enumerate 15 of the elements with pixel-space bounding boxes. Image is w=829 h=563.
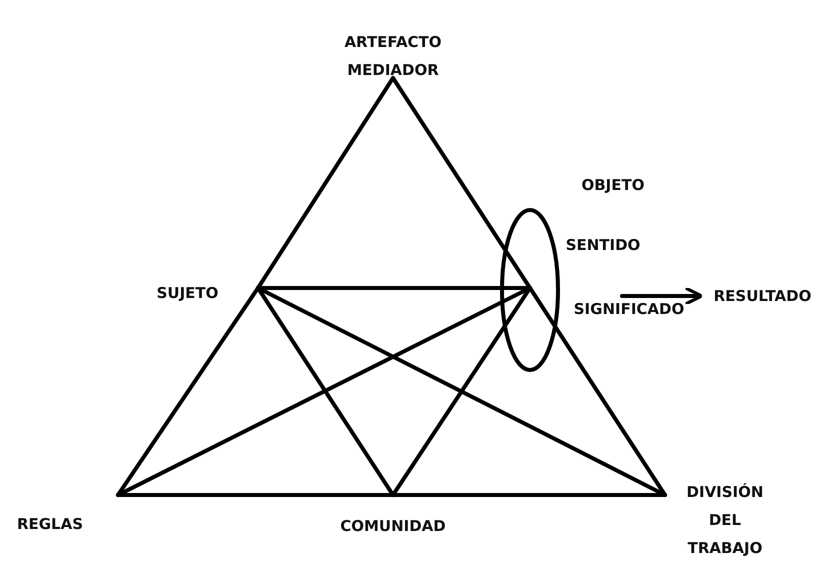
node-label: REGLAS <box>16 514 84 535</box>
node-label: DIVISIÓN DEL TRABAJO <box>686 482 764 559</box>
node-label: SIGNIFICADO <box>572 299 686 320</box>
connector-line <box>391 286 532 497</box>
object-heading: OBJETO <box>580 175 646 196</box>
connector-line <box>391 493 667 497</box>
node-label: SUJETO <box>156 283 220 304</box>
connector-line <box>116 493 395 497</box>
connector-line <box>256 286 667 497</box>
connector-line <box>256 286 532 290</box>
node-label: RESULTADO <box>712 286 812 307</box>
node-label: COMUNIDAD <box>339 516 447 537</box>
arrow <box>620 286 704 306</box>
node-label: ARTEFACTO MEDIADOR <box>343 32 443 81</box>
node-label: SENTIDO <box>564 235 642 256</box>
